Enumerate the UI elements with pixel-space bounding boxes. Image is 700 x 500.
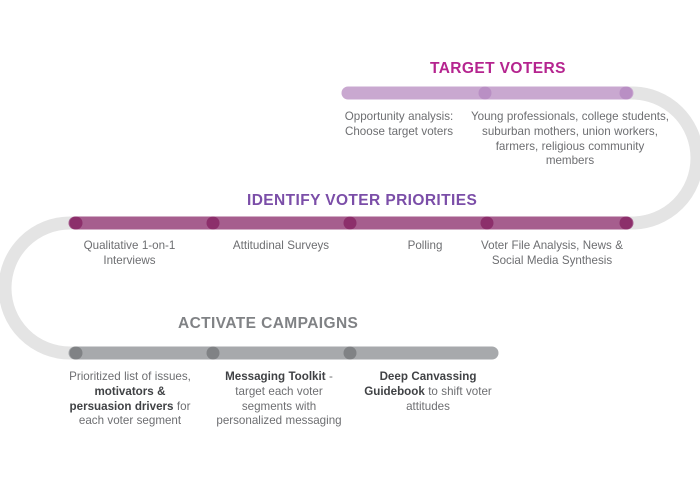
bar-dot-priorities-1 (69, 216, 83, 230)
section-title-target-voters: TARGET VOTERS (430, 60, 566, 77)
step-label-voter-segments: Young professionals, college students, s… (470, 110, 670, 168)
step-label-opportunity-analysis: Opportunity analysis: Choose target vote… (344, 110, 454, 138)
bar-dot-activate-3 (343, 346, 357, 360)
bar-dot-priorities-4 (480, 216, 494, 230)
bar-dot-target-voters-1 (478, 86, 492, 100)
bar-dot-priorities-5 (619, 216, 633, 230)
bar-dot-activate-2 (206, 346, 220, 360)
step-label-attitudinal-surveys: Attitudinal Surveys (232, 239, 330, 252)
bar-dot-target-voters-2 (619, 86, 633, 100)
step-label-polling: Polling (407, 239, 443, 252)
step-label-prioritized-list: Prioritized list of issues, motivators &… (69, 370, 191, 428)
section-title-identify-voter-priorities: IDENTIFY VOTER PRIORITIES (247, 192, 478, 209)
step-label-qualitative-interviews: Qualitative 1-on-1 Interviews (83, 239, 176, 267)
step-label-voter-file-analysis: Voter File Analysis, News & Social Media… (481, 239, 623, 267)
step-label-deep-canvassing: Deep Canvassing Guidebook to shift voter… (364, 370, 492, 413)
bar-dot-priorities-3 (343, 216, 357, 230)
bar-dot-activate-1 (69, 346, 83, 360)
section-title-activate-campaigns: ACTIVATE CAMPAIGNS (178, 315, 359, 332)
bar-dot-priorities-2 (206, 216, 220, 230)
step-label-messaging-toolkit: Messaging Toolkit - target each voter se… (216, 370, 342, 428)
